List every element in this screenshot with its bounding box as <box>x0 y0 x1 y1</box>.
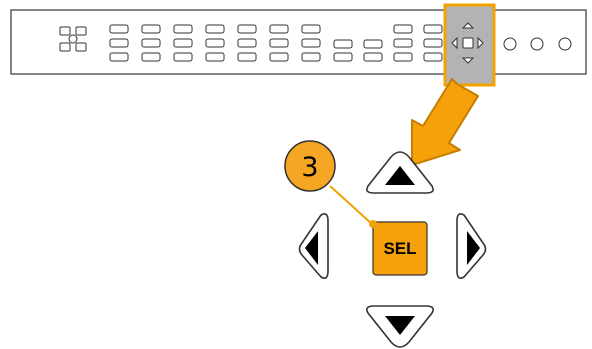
callout-dot <box>369 220 377 228</box>
mini-right-arrow-icon <box>477 36 484 50</box>
select-key-label: SEL <box>383 239 416 258</box>
mini-up-arrow-icon <box>461 22 475 29</box>
round-button-3 <box>558 37 572 51</box>
panel-round-buttons <box>503 37 572 51</box>
key-column-10 <box>393 24 413 62</box>
key-column-9 <box>363 39 383 62</box>
key-column-1 <box>109 24 129 62</box>
callout-badge <box>284 140 336 192</box>
right-arrow-icon <box>467 231 480 265</box>
callout-number: 3 <box>301 152 318 183</box>
panel-key-columns <box>109 24 443 62</box>
up-key[interactable] <box>366 151 434 194</box>
key-column-2 <box>141 24 161 62</box>
front-panel-outline <box>10 9 587 75</box>
key-column-5 <box>237 24 257 62</box>
mini-left-arrow-icon <box>451 36 458 50</box>
key-column-11 <box>423 24 443 62</box>
down-arrow-icon <box>385 316 415 335</box>
right-key[interactable] <box>456 213 487 279</box>
front-panel <box>10 3 587 87</box>
navigation-pad-icon <box>59 26 87 52</box>
round-button-2 <box>530 37 544 51</box>
left-arrow-icon <box>305 231 318 265</box>
mini-down-arrow-icon <box>461 57 475 64</box>
round-button-1 <box>503 37 517 51</box>
mini-nav-keys <box>451 22 484 64</box>
up-arrow-icon <box>385 166 415 185</box>
key-column-6 <box>269 24 289 62</box>
key-column-3 <box>173 24 193 62</box>
keypad: SEL <box>298 151 487 348</box>
mini-select-key <box>462 37 474 49</box>
key-column-4 <box>205 24 225 62</box>
select-key[interactable]: SEL <box>372 221 428 276</box>
pointer-arrow <box>411 78 479 166</box>
left-key[interactable] <box>298 213 329 279</box>
step-callout: 3 <box>284 140 377 228</box>
down-key[interactable] <box>366 305 434 348</box>
key-column-8 <box>333 39 353 62</box>
callout-leader-line <box>329 185 373 225</box>
key-column-7 <box>301 24 321 62</box>
